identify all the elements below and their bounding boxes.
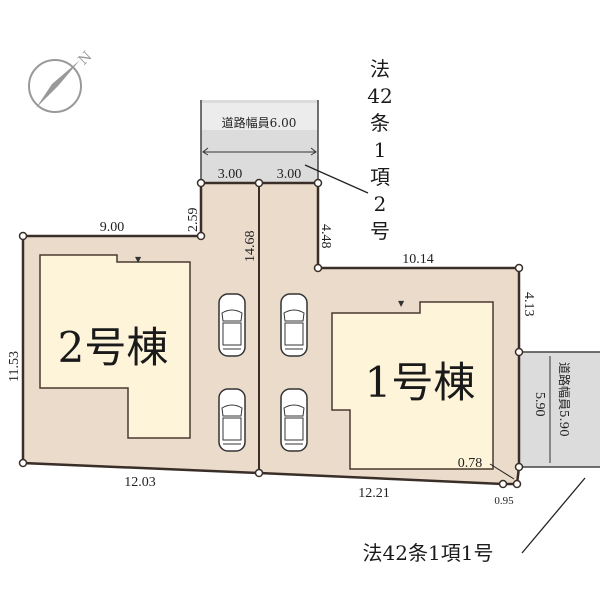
- law-char: 法: [370, 57, 390, 81]
- boundary-marker: [18, 458, 28, 468]
- law-char: 1: [374, 138, 387, 162]
- boundary-marker: [498, 479, 508, 489]
- dim-bottom-left: 12.03: [124, 475, 156, 490]
- law-char: 42: [367, 84, 392, 108]
- law-char: 号: [370, 219, 390, 243]
- boundary-marker: [514, 263, 524, 273]
- boundary-marker: [514, 462, 524, 472]
- dim-right-notch: 4.48: [318, 224, 333, 249]
- law-char: 項: [370, 165, 390, 189]
- house-1-label: 1号棟: [365, 358, 476, 407]
- boundary-marker: [313, 263, 323, 273]
- house-2-label: 2号棟: [58, 323, 169, 372]
- dim-center: 14.68: [243, 231, 258, 263]
- parking-car-icon: [218, 388, 246, 452]
- house-1-footprint: [331, 301, 494, 470]
- parking-car-icon: [280, 293, 308, 357]
- entrance-marker-icon: ▼: [135, 255, 142, 264]
- dim-right-lower: 5.90: [532, 392, 547, 417]
- dim-corner-a: 0.78: [458, 456, 483, 471]
- parking-car-icon: [218, 293, 246, 357]
- law-char: 2: [374, 192, 387, 216]
- boundary-marker: [254, 178, 264, 188]
- boundary-marker: [196, 178, 206, 188]
- dim-corner-b: 0.95: [494, 495, 514, 507]
- east-road: 道路幅員5.90: [519, 351, 600, 554]
- dim-top-right: 10.14: [402, 252, 434, 267]
- boundary-marker: [313, 178, 323, 188]
- boundary-marker: [196, 231, 206, 241]
- boundary-marker: [512, 479, 522, 489]
- north-road-width-label: 道路幅員6.00: [222, 115, 297, 130]
- dim-top-b: 3.00: [277, 167, 302, 182]
- east-road-law-label: 法42条1項1号: [363, 541, 494, 565]
- dim-right-upper: 4.13: [521, 292, 536, 317]
- north-road-law-label: 法 42 条 1 項 2 号: [367, 57, 392, 243]
- dim-left: 11.53: [7, 351, 22, 382]
- dim-left-notch: 2.59: [186, 208, 201, 233]
- north-label: N: [76, 49, 96, 69]
- entrance-marker-icon: ▼: [398, 299, 405, 308]
- parking-car-icon: [280, 388, 308, 452]
- north-arrow-icon: N: [28, 49, 96, 113]
- law-char: 条: [370, 111, 390, 135]
- dim-top-left: 9.00: [100, 220, 125, 235]
- east-road-width-label: 道路幅員5.90: [557, 362, 572, 437]
- boundary-marker: [514, 347, 524, 357]
- house-2-footprint: [39, 254, 191, 439]
- dim-top-a: 3.00: [218, 167, 243, 182]
- north-road: 道路幅員6.00: [200, 100, 369, 194]
- dim-bottom-right: 12.21: [358, 486, 390, 501]
- boundary-marker: [18, 231, 28, 241]
- boundary-marker: [254, 468, 264, 478]
